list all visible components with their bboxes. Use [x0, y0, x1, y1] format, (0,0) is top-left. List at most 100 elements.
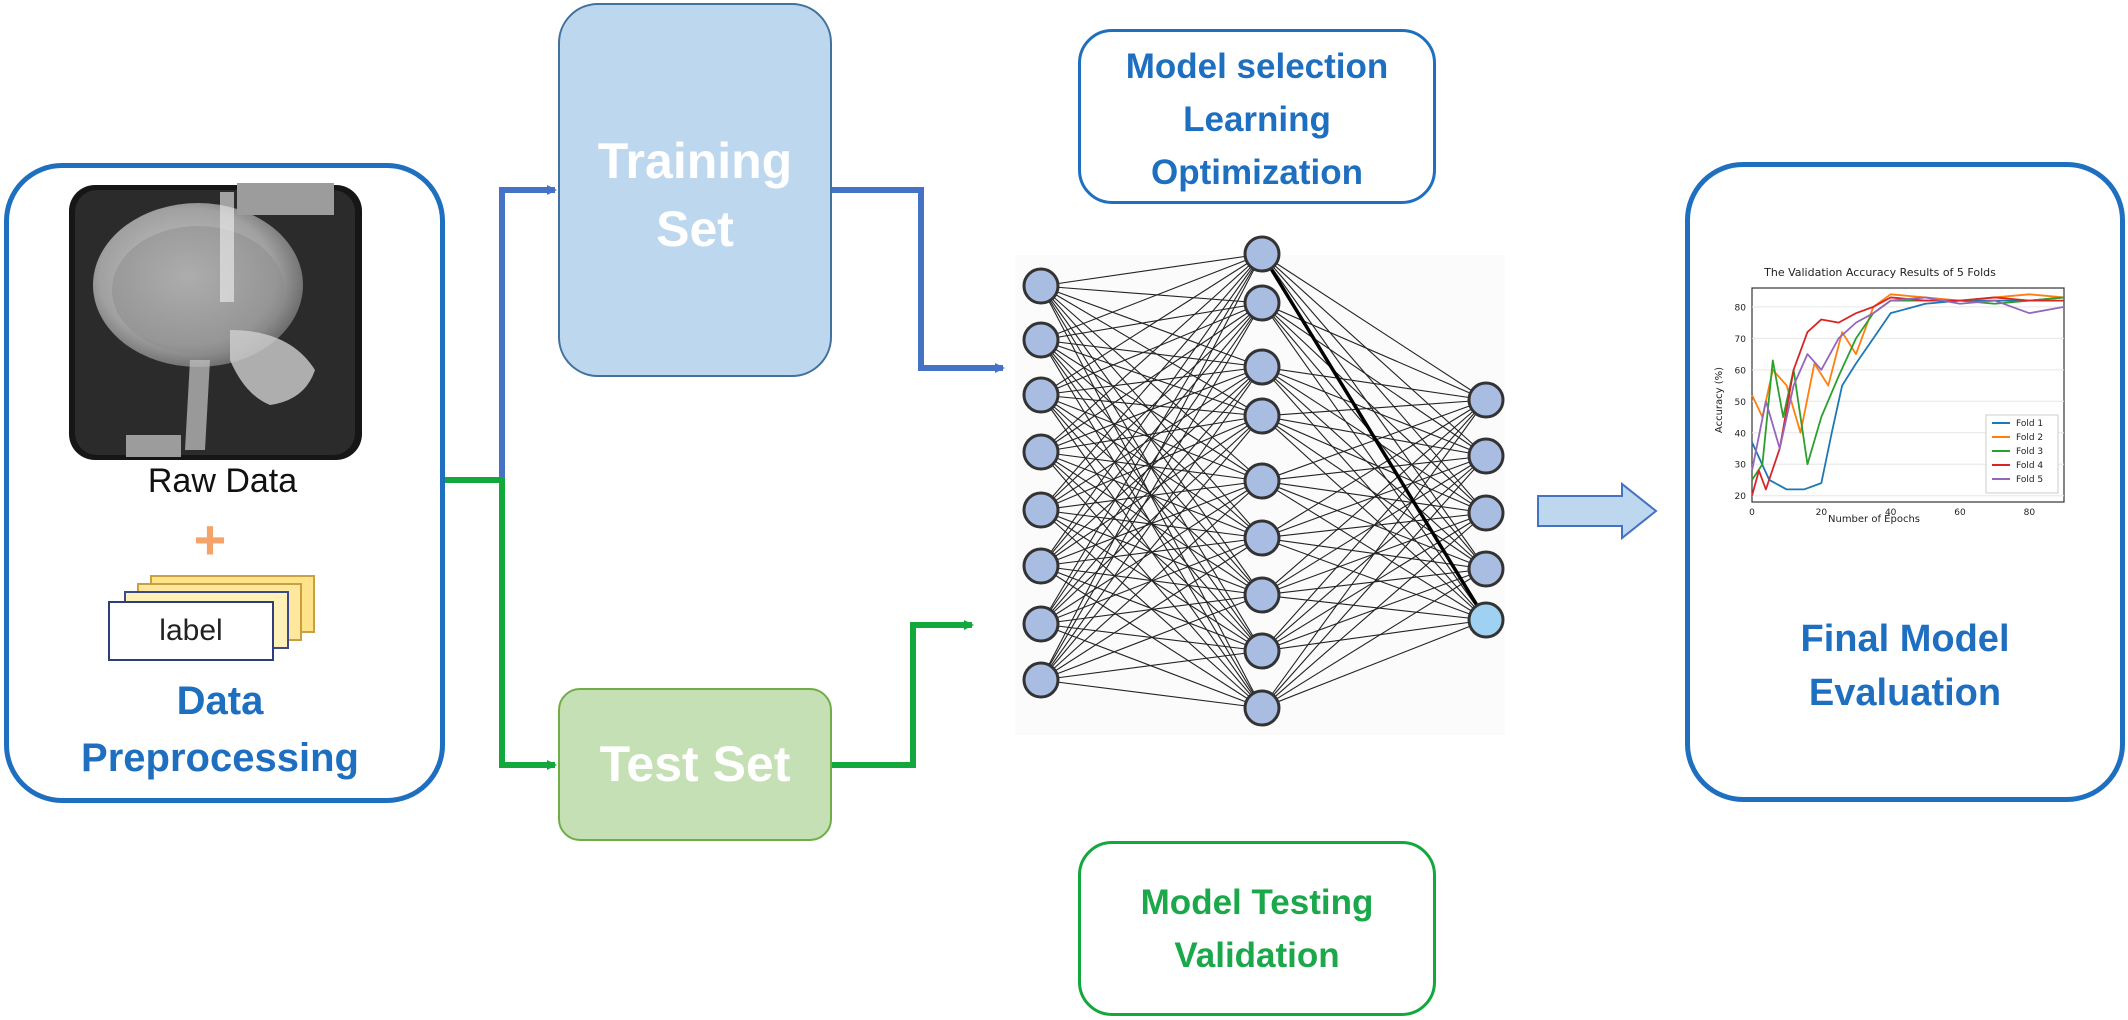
network-edge [1261, 415, 1487, 570]
network-edge [1040, 302, 1263, 341]
x-tick-label: 40 [1885, 508, 1897, 518]
network-edge [1040, 415, 1263, 625]
training-set-box: Training Set [558, 3, 832, 377]
output-node [1467, 437, 1505, 475]
chart-xlabel: Number of Epochs [1828, 514, 1920, 525]
network-edge [1261, 619, 1487, 652]
network-edge [1261, 302, 1487, 457]
network-edge [1261, 253, 1487, 457]
test-set-label: Test Set [599, 736, 791, 792]
network-edge [1040, 253, 1263, 625]
network-edge [1040, 302, 1263, 567]
network-edge [1040, 253, 1263, 453]
network-edge [1261, 366, 1487, 401]
network-nodes [1022, 235, 1505, 727]
model-selection-line2: Learning [1183, 100, 1331, 139]
plus-sign: + [193, 508, 227, 571]
training-set-line1: Training [597, 133, 793, 189]
network-edge [1040, 253, 1263, 567]
series-line-fold-4 [1751, 296, 2064, 496]
hidden-node [1243, 284, 1281, 322]
network-edge [1040, 366, 1263, 396]
y-tick-label: 30 [1735, 461, 1747, 471]
network-edge [1261, 568, 1487, 709]
legend-label: Fold 4 [2016, 461, 2043, 471]
chart-title: The Validation Accuracy Results of 5 Fol… [1763, 266, 1996, 279]
output-node [1467, 494, 1505, 532]
legend-label: Fold 3 [2016, 447, 2043, 457]
output-node [1467, 550, 1505, 588]
output-node [1467, 601, 1505, 639]
series-line-fold-1 [1751, 296, 2065, 491]
data-preprocessing-title: Data Preprocessing [30, 673, 410, 787]
network-edge [1040, 366, 1263, 625]
model-selection-line3: Optimization [1151, 153, 1363, 192]
network-edge [1261, 253, 1487, 401]
hidden-node [1243, 576, 1281, 614]
arrow-training-to-network [832, 187, 1005, 373]
network-edge [1040, 594, 1263, 681]
network-edge [1040, 285, 1263, 368]
arrow-preprocessing-to-test [445, 477, 557, 770]
network-edge [1040, 480, 1263, 681]
data-preprocessing-title-line1: Data [176, 679, 264, 723]
test-set-box: Test Set [558, 688, 832, 841]
network-edge [1040, 302, 1263, 625]
input-node [1022, 547, 1060, 585]
network-edge [1261, 399, 1487, 596]
network-edge [1261, 399, 1487, 709]
input-node [1022, 267, 1060, 305]
final-evaluation-line1: Final Model [1800, 618, 2010, 660]
network-edge [1040, 302, 1263, 453]
hidden-node [1243, 519, 1281, 557]
model-selection-box: Model selection Learning Optimization [1078, 29, 1436, 204]
arrow-test-to-network [832, 620, 974, 768]
network-edge [1261, 537, 1487, 621]
network-edge [1040, 285, 1263, 482]
network-edges [1040, 253, 1488, 709]
final-evaluation-title: Final Model Evaluation [1705, 612, 2105, 720]
model-testing-box: Model Testing Validation [1078, 841, 1436, 1016]
hidden-node [1243, 632, 1281, 670]
training-set-line2: Set [656, 201, 734, 257]
network-edge [1040, 366, 1263, 681]
network-edge [1261, 302, 1487, 621]
raw-data-label: Raw Data [147, 462, 298, 500]
network-edge [1261, 399, 1487, 539]
network-edge [1040, 285, 1263, 596]
network-edge [1261, 594, 1487, 621]
input-node [1022, 433, 1060, 471]
network-edge [1040, 679, 1263, 709]
hidden-node [1243, 462, 1281, 500]
model-testing-line2: Validation [1174, 936, 1340, 975]
hidden-node [1243, 689, 1281, 727]
hidden-node [1243, 397, 1281, 435]
network-edge [1040, 480, 1263, 625]
chart-ylabel: Accuracy (%) [1714, 367, 1725, 433]
network-edge [1261, 399, 1487, 652]
y-tick-label: 60 [1735, 366, 1747, 376]
network-edge [1040, 394, 1263, 417]
x-tick-label: 80 [2024, 508, 2036, 518]
network-edge [1261, 619, 1487, 709]
network-edge [1040, 285, 1263, 304]
data-preprocessing-box [4, 163, 445, 803]
network-edge [1040, 253, 1263, 681]
hidden-node [1243, 235, 1281, 273]
output-node [1467, 381, 1505, 419]
legend-label: Fold 1 [2016, 419, 2043, 429]
network-edge [1261, 366, 1487, 621]
network-edge [1040, 253, 1263, 511]
legend-label: Fold 2 [2016, 433, 2043, 443]
input-node [1022, 376, 1060, 414]
final-evaluation-box [1685, 162, 2125, 802]
y-tick-label: 20 [1735, 492, 1747, 502]
network-edge [1040, 302, 1263, 681]
network-edge [1040, 253, 1263, 396]
network-edge [1040, 302, 1263, 396]
network-edge [1261, 302, 1487, 401]
